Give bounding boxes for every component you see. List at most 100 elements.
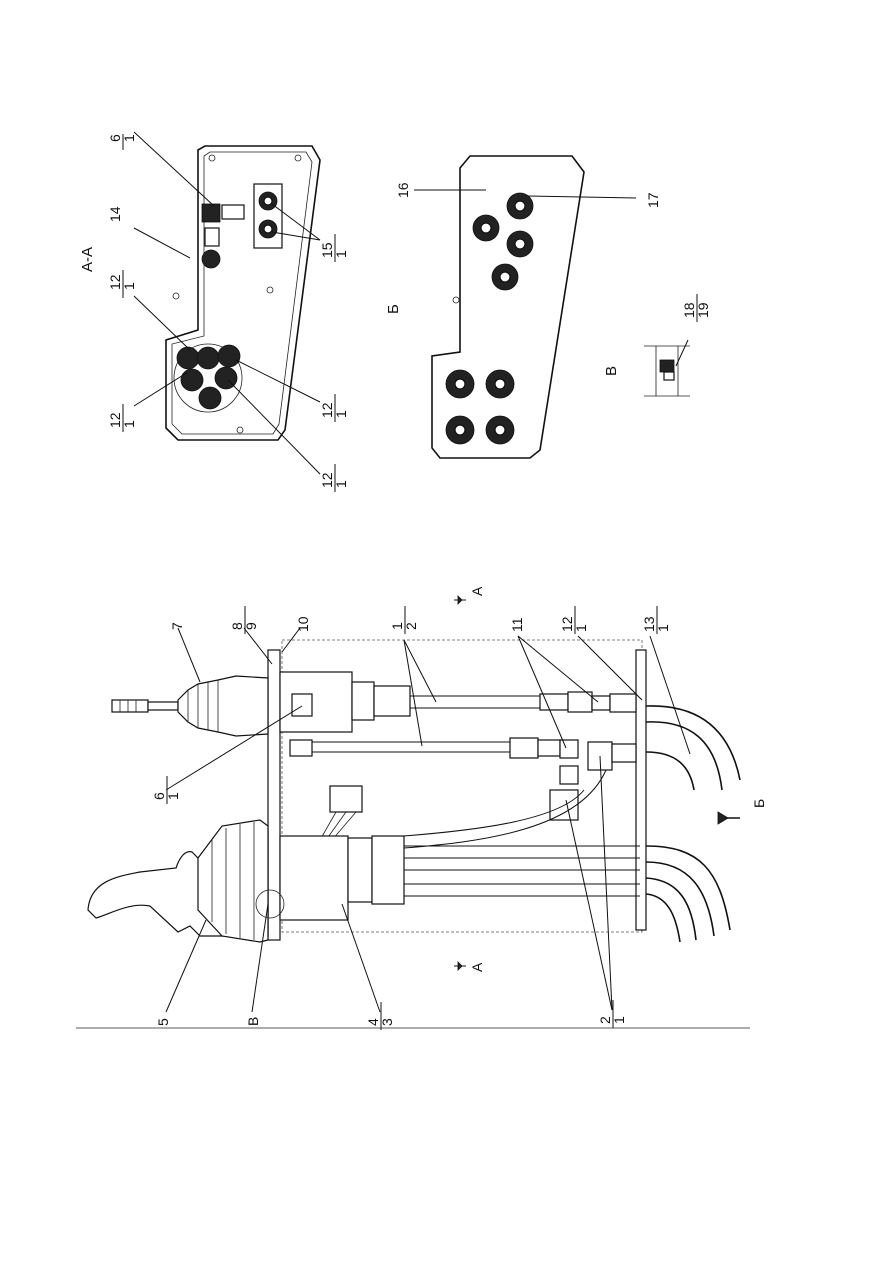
callout-bottom: 1	[655, 624, 671, 632]
pipe-nut	[559, 765, 579, 785]
pipe-fitting	[204, 227, 220, 247]
view-b: Б 16 17	[385, 155, 661, 459]
pipe-fitting	[289, 739, 313, 757]
leader-line	[403, 639, 423, 747]
joystick-stem	[147, 701, 179, 711]
hose-fitting-core	[514, 200, 526, 212]
callout-bottom: 1	[121, 420, 137, 428]
outlet-hose	[645, 893, 681, 943]
joystick-boot-upper	[177, 675, 269, 737]
leader-line	[243, 627, 273, 665]
callout-top: 12	[559, 616, 575, 632]
housing-plate-outline	[165, 145, 321, 441]
leader-line	[517, 635, 567, 749]
tee-fitting	[591, 695, 611, 711]
leader-line	[133, 371, 189, 407]
callout-bottom: 1	[121, 282, 137, 290]
top-mounting-plate	[267, 649, 281, 941]
callout-bottom: 1	[165, 792, 181, 800]
hose-fitting	[196, 346, 220, 370]
hose-curve	[403, 789, 585, 837]
hose-fitting-core	[514, 238, 526, 250]
detail-circle-v	[255, 889, 285, 919]
port-fitting-core	[263, 224, 273, 234]
callout-bottom: 3	[379, 1018, 395, 1026]
leader-line	[281, 627, 301, 653]
section-mark-arrow	[457, 961, 463, 971]
fitting-cluster-outline	[173, 343, 243, 413]
hose-fitting	[217, 344, 241, 368]
leader-line	[177, 627, 201, 683]
pipe-nut	[611, 743, 637, 763]
callout-top: 17	[645, 192, 661, 208]
hose-fitting-core	[494, 424, 506, 436]
callout-top: 2	[597, 1016, 613, 1024]
leader-line	[599, 755, 613, 1011]
pipe-elbow	[201, 249, 221, 269]
leader-line	[517, 635, 599, 703]
mount-hole	[294, 154, 302, 162]
outlet-hose	[645, 751, 695, 791]
callout-top: 6	[107, 134, 123, 142]
leader-line	[675, 339, 689, 367]
hose-fitting-core	[454, 378, 466, 390]
pipe-nut	[609, 693, 637, 713]
leader-line	[165, 919, 207, 1013]
detail-section-lines	[644, 345, 690, 397]
pipe-coupling	[371, 835, 405, 905]
hose-fitting	[176, 346, 200, 370]
mount-hole	[208, 154, 216, 162]
plate-outline	[431, 155, 585, 459]
callout-bottom: 1	[333, 410, 349, 418]
port-fitting-core	[263, 196, 273, 206]
mount-hole	[172, 292, 180, 300]
view-b-title: Б	[385, 304, 402, 314]
leader-line	[133, 131, 215, 207]
section-mark-arrow	[457, 595, 463, 605]
detail-seal	[659, 359, 675, 373]
leader-line	[527, 195, 637, 199]
valve-body-lower	[279, 835, 349, 921]
callout-bottom: 1	[611, 1016, 627, 1024]
outlet-hose	[645, 721, 723, 791]
leader-line	[565, 799, 613, 1011]
callout-bottom: 1	[333, 480, 349, 488]
callout-top: 7	[169, 622, 185, 630]
callout-top: 8	[229, 622, 245, 630]
pipe-fitting	[221, 204, 245, 220]
view-arrow-head	[717, 811, 729, 825]
valve-nut	[351, 681, 375, 721]
hose-fitting-core	[494, 378, 506, 390]
hose-fitting-core	[454, 424, 466, 436]
callout-top: 14	[107, 206, 123, 222]
hose-fitting-core	[480, 222, 492, 234]
pipe-coupling	[509, 737, 539, 759]
callout-top: 18	[681, 302, 697, 318]
callout-bottom: 19	[695, 302, 711, 318]
detail-washer	[663, 371, 675, 381]
outlet-hose	[645, 705, 741, 781]
pipe-nut	[537, 739, 561, 757]
callout-top: 13	[641, 616, 657, 632]
section-aa-view: А-А 6 1 14 12 1 12 1 12 1 12 1 15 1	[79, 131, 349, 492]
section-mark-label: А	[469, 962, 485, 972]
leader-line	[227, 379, 321, 475]
callout-top: 12	[107, 274, 123, 290]
tee-fitting	[559, 739, 579, 759]
callout-top: 15	[319, 242, 335, 258]
leader-line	[403, 639, 437, 703]
view-v: В 18 19	[603, 294, 711, 397]
callout-top: 10	[295, 616, 311, 632]
callout-top: 12	[107, 412, 123, 428]
pipe-coupling	[373, 685, 411, 717]
mount-hole	[452, 296, 460, 304]
hose-fitting	[180, 368, 204, 392]
view-v-title: В	[603, 366, 620, 376]
joystick-handle-tip	[111, 699, 149, 713]
outlet-hose	[645, 861, 715, 937]
callout-top: 12	[319, 402, 335, 418]
housing-plate-inner	[171, 151, 313, 435]
bottom-mounting-plate	[635, 649, 647, 931]
callout-top: 1	[389, 622, 405, 630]
